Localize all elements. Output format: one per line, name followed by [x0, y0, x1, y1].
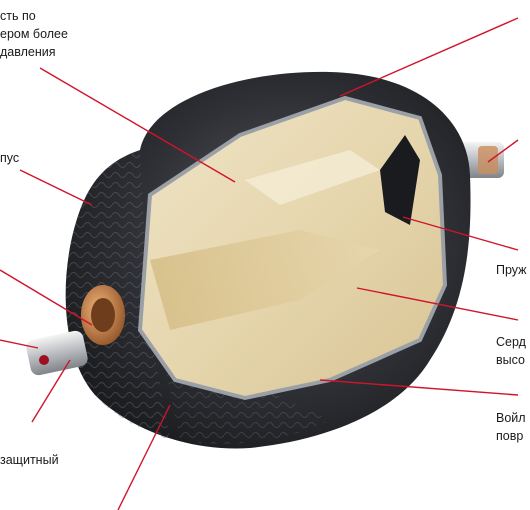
label-fiber-1: Войл	[496, 410, 526, 426]
label-core-1: Серд	[496, 334, 526, 350]
label-core-2: высо	[496, 352, 525, 368]
label-fiber-2: повр	[496, 428, 523, 444]
leader-body	[20, 170, 92, 205]
label-top-left-2: ером более	[0, 26, 68, 42]
label-top-left-3: давления	[0, 44, 56, 60]
label-protective: защитный	[0, 452, 59, 468]
label-body: пус	[0, 150, 19, 166]
label-spring: Пруж	[496, 262, 527, 278]
label-top-left-1: сть по	[0, 8, 36, 24]
leader-top-right	[340, 18, 518, 96]
